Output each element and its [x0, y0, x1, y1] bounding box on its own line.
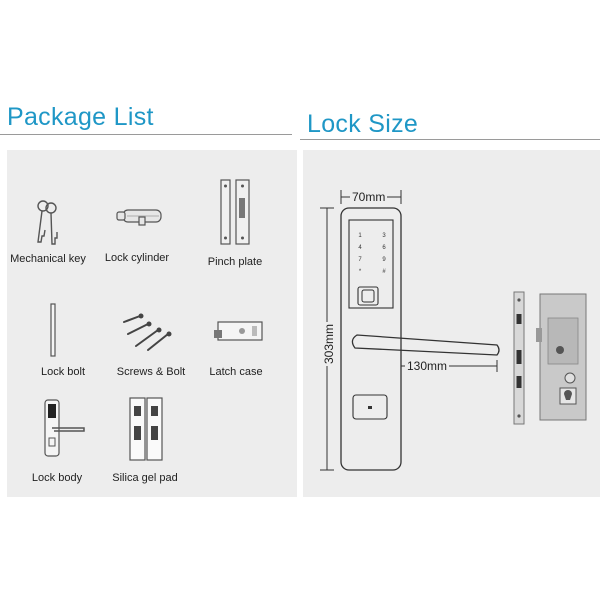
screws-icon — [123, 313, 172, 351]
height-dimension-label: 303mm — [322, 321, 337, 367]
keypad-key: 6 — [382, 245, 386, 251]
lock-cylinder-icon — [116, 209, 162, 226]
package-list-title: Package List — [7, 103, 154, 131]
item-label-lock-cylinder: Lock cylinder — [104, 252, 170, 264]
lock-size-underline — [300, 139, 600, 140]
handle-length-dimension-label: 130mm — [405, 359, 450, 373]
keypad-key: 1 — [358, 233, 362, 239]
lock-front-diagram — [320, 190, 500, 471]
keypad-key: 4 — [358, 245, 362, 251]
item-label-lock-bolt: Lock bolt — [40, 366, 86, 378]
package-list-underline — [0, 134, 292, 135]
pinch-plate-icon — [220, 179, 250, 245]
item-label-lock-body: Lock body — [31, 472, 83, 484]
width-dimension-label: 70mm — [350, 190, 388, 204]
keypad-key: 7 — [358, 257, 362, 263]
lock-size-title: Lock Size — [307, 110, 419, 138]
item-label-screws-bolt: Screws & Bolt — [116, 366, 186, 378]
key-icon — [37, 200, 58, 245]
mortise-lock-body-icon — [513, 291, 587, 425]
keypad-key: 9 — [382, 257, 386, 263]
keypad-grid: 1 3 4 6 7 9 * # — [352, 233, 392, 275]
item-label-mechanical-key: Mechanical key — [10, 253, 86, 265]
keypad-key: * — [358, 269, 362, 275]
lock-bolt-icon — [50, 303, 56, 357]
item-label-latch-case: Latch case — [209, 366, 263, 378]
item-label-silica-gel-pad: Silica gel pad — [112, 472, 178, 484]
keypad-key: 3 — [382, 233, 386, 239]
keypad-key: # — [382, 269, 386, 275]
item-label-pinch-plate: Pinch plate — [207, 256, 263, 268]
lock-body-icon — [44, 399, 85, 457]
silica-gel-pad-icon — [129, 397, 163, 461]
latch-case-icon — [214, 321, 263, 341]
